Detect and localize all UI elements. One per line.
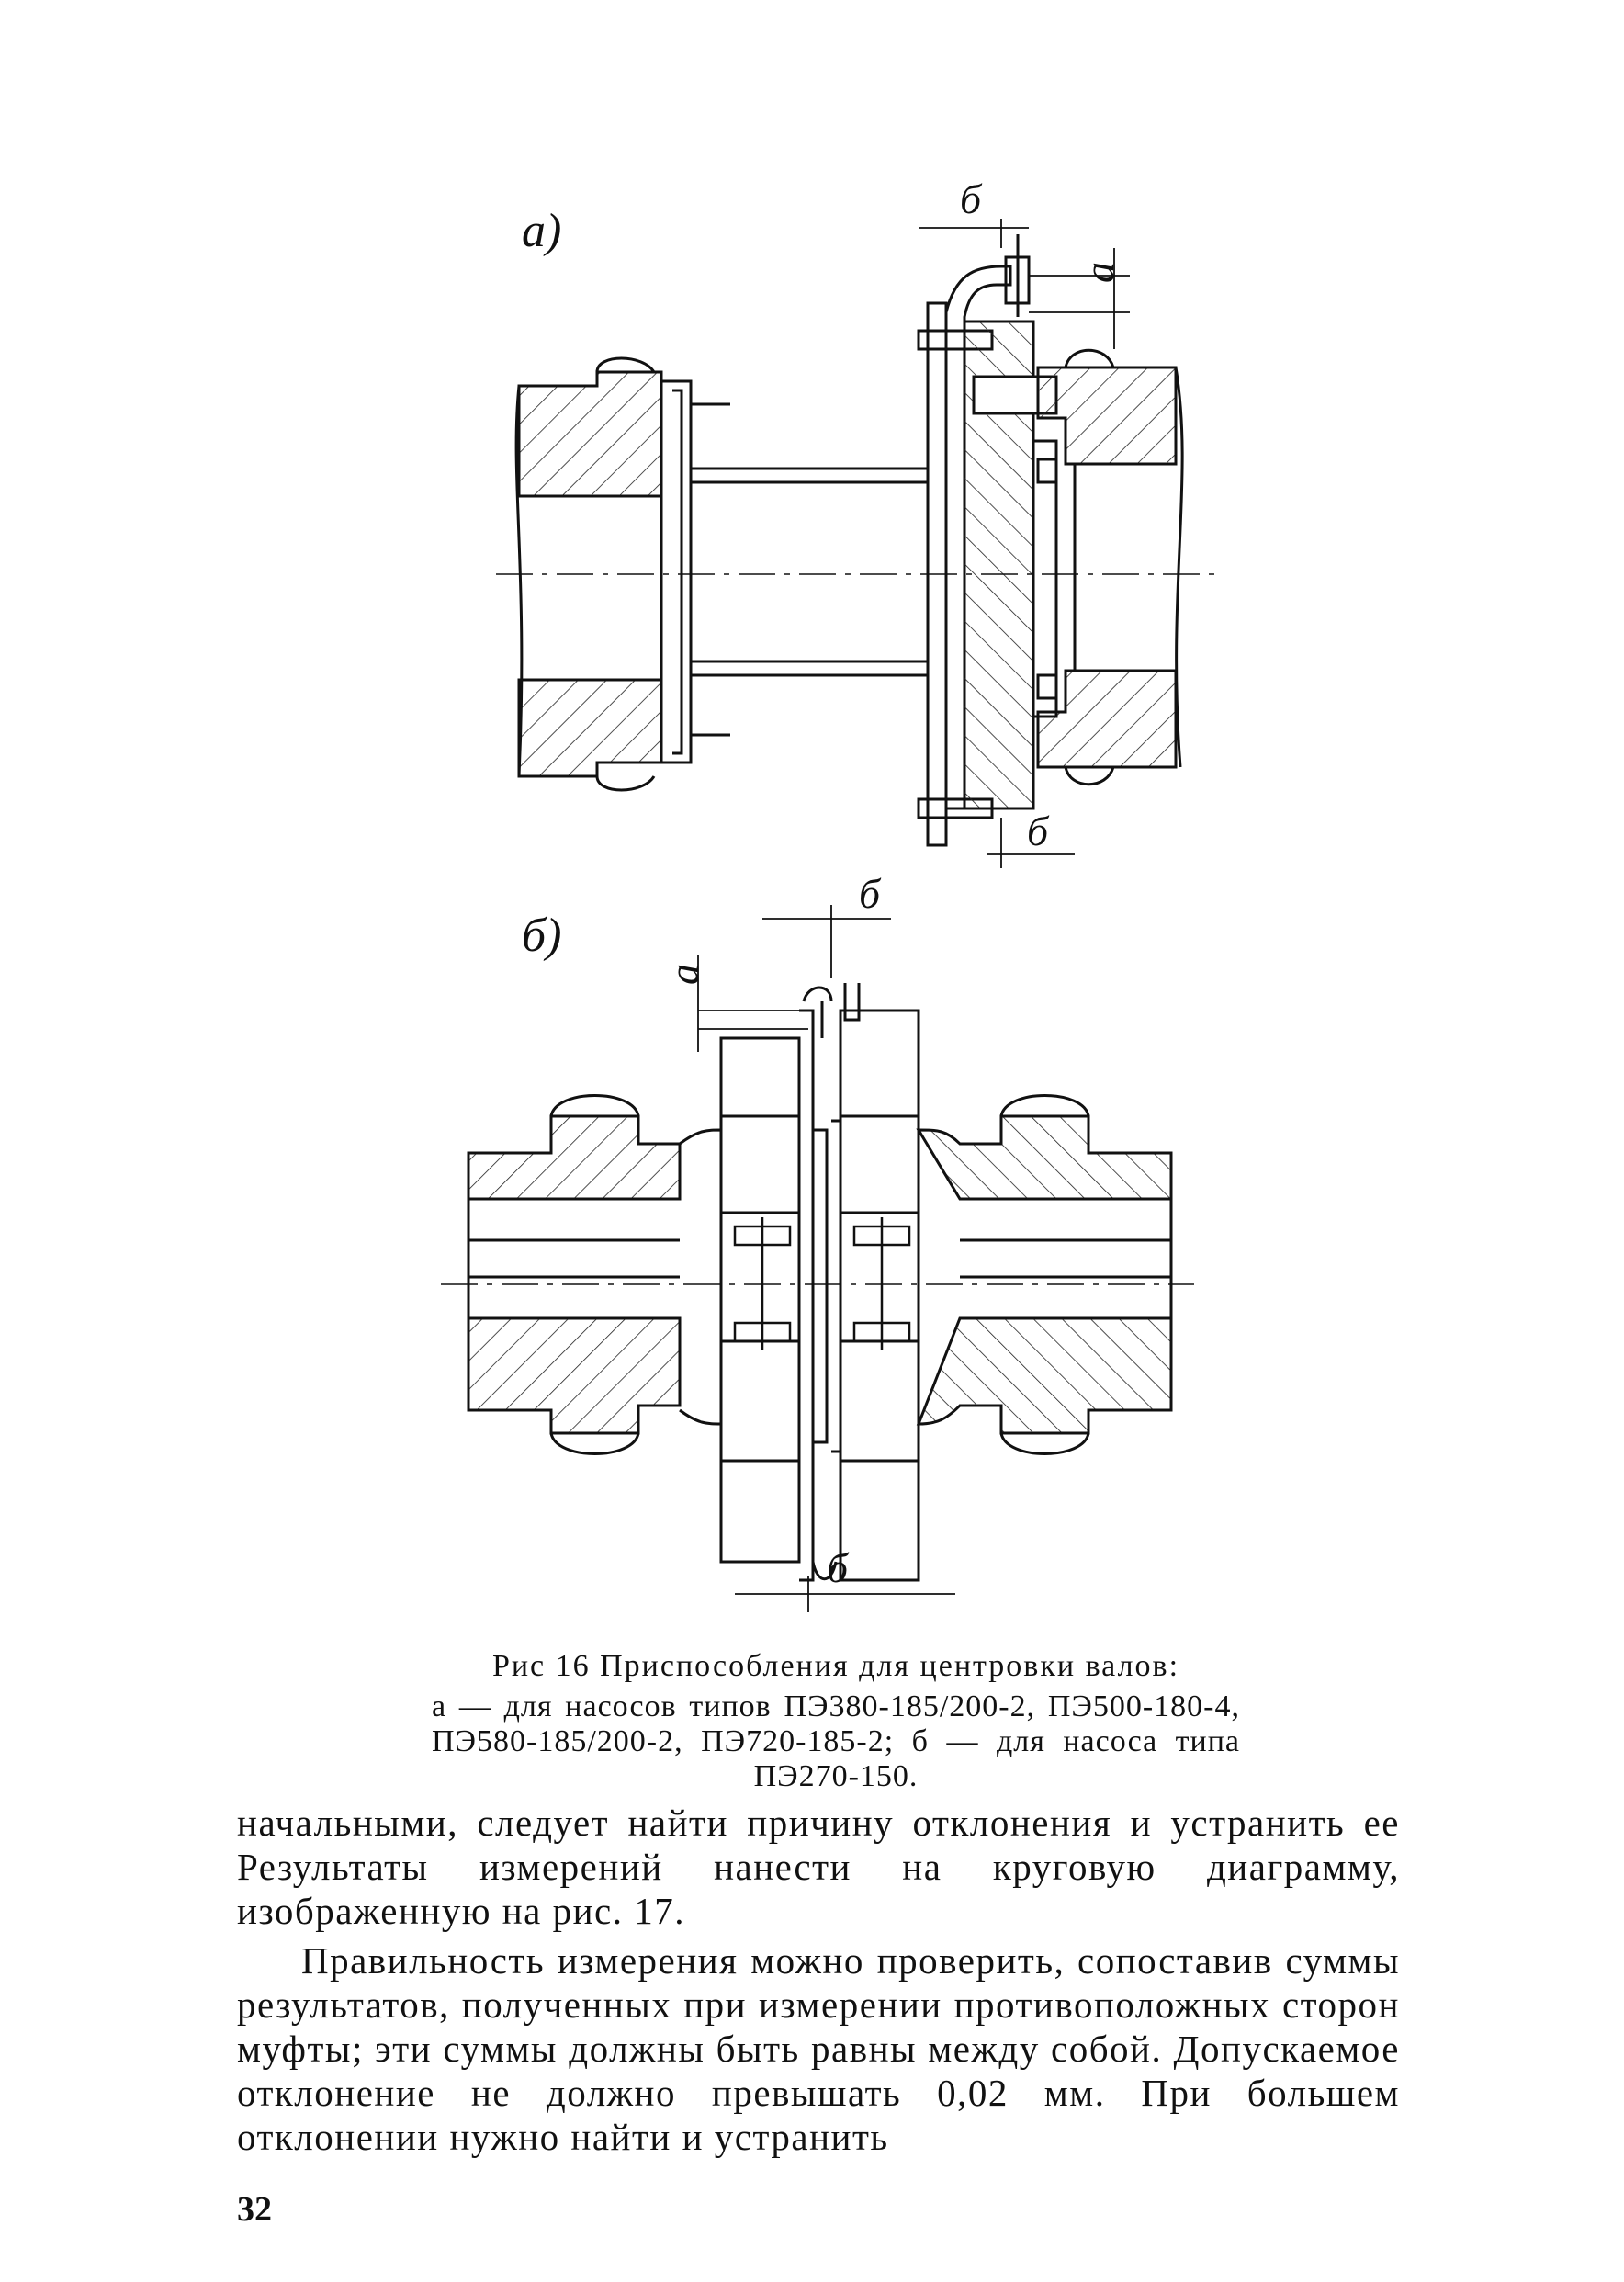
left-flange	[660, 379, 693, 764]
spacer-shaft	[691, 467, 928, 677]
page-number: 32	[237, 2190, 272, 2229]
dim-b-top: б	[960, 175, 983, 222]
dim-b-b-top: б	[859, 870, 882, 917]
paragraph-1: начальными, следует найти причину отклон…	[237, 1802, 1400, 1932]
right-key-bottom	[1064, 766, 1115, 786]
b-right-hub	[916, 1114, 1173, 1201]
dim-b-b-bottom: б	[827, 1544, 850, 1591]
figure-b: б)	[441, 870, 1194, 1612]
left-key-top	[595, 356, 656, 373]
b-left-hub	[467, 1114, 682, 1201]
b-right-flange	[839, 1009, 920, 1582]
body-text: начальными, следует найти причину отклон…	[237, 1801, 1400, 2159]
right-key-top	[1064, 348, 1115, 368]
figure-16: а)	[441, 175, 1222, 1612]
caption-title: Рис 16 Приспособления для центровки вало…	[491, 1649, 1180, 1683]
dim-a-b: а	[660, 964, 707, 985]
figure-a-label: а)	[522, 205, 561, 257]
b-center-discs	[813, 1119, 842, 1453]
left-hub	[517, 370, 663, 498]
figure-a: а)	[496, 175, 1222, 868]
dim-a-top: а	[1076, 262, 1122, 283]
right-hub	[1036, 366, 1178, 466]
dial-bracket	[926, 301, 948, 847]
right-flange	[964, 320, 1035, 810]
b-left-flange	[719, 1036, 801, 1564]
dim-b-bottom: б	[1027, 808, 1050, 854]
figure-b-label: б)	[522, 909, 561, 962]
figure-caption: Рис 16 Приспособления для центровки вало…	[432, 1649, 1240, 1794]
caption-body: а — для насосов типов ПЭ380-185/200-2, П…	[432, 1689, 1240, 1793]
left-key-bottom	[595, 775, 656, 792]
paragraph-2: Правильность измерения можно проверить, …	[237, 1939, 1400, 2158]
